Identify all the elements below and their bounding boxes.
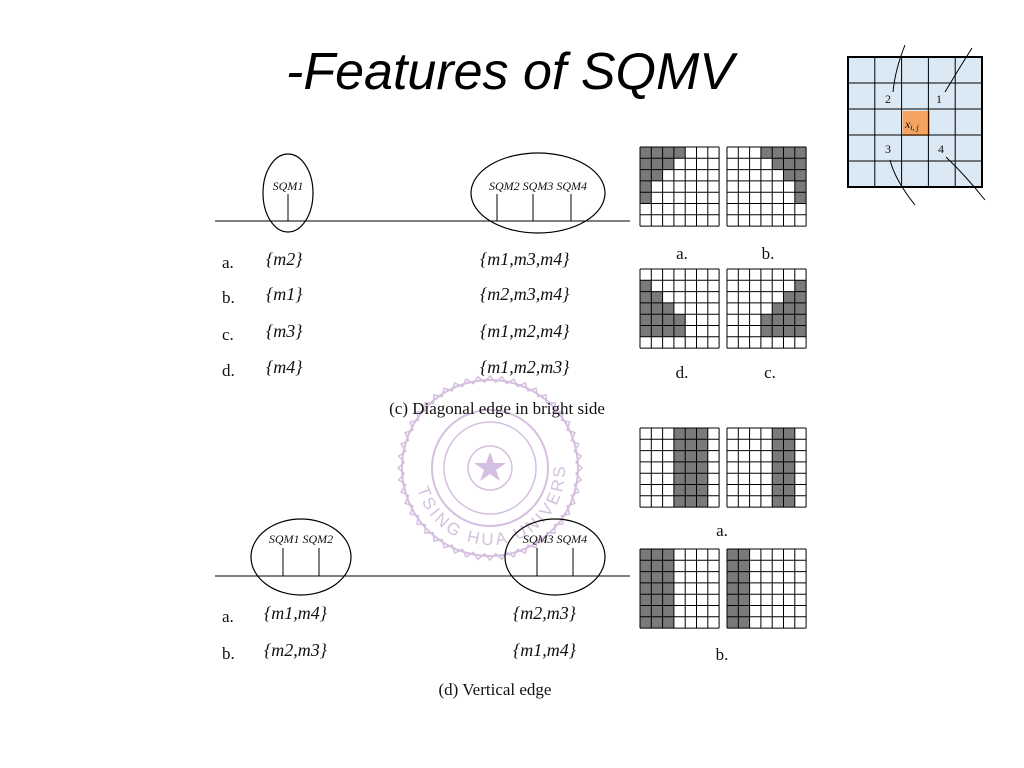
- row-left-set: {m3}: [266, 321, 303, 341]
- sqm-header: SQM2 SQM3 SQM4: [489, 179, 587, 193]
- row-letter: c.: [222, 325, 234, 344]
- pattern-grid-c: [726, 268, 807, 349]
- figure-caption: (c) Diagonal edge in bright side: [389, 399, 605, 418]
- sqm-group-ellipse: [470, 152, 606, 234]
- quadrant-arrows: [889, 44, 986, 206]
- row-letter: b.: [222, 288, 235, 307]
- pattern-grid-vertical-a1: [639, 427, 720, 508]
- center-pixel-label: xi, j: [904, 117, 920, 132]
- pattern-label: b.: [716, 645, 729, 664]
- slide-title: -Features of SQMV: [286, 43, 734, 101]
- pattern-grid-vertical-b1: [639, 548, 720, 629]
- row-right-set: {m2,m3,m4}: [480, 284, 570, 304]
- row-right-set: {m1,m2,m3}: [480, 357, 570, 377]
- sqm-header: SQM3 SQM4: [523, 532, 587, 546]
- pattern-label: d.: [676, 363, 689, 382]
- sqm-group-ellipse: [250, 518, 352, 596]
- row-right-set: {m1,m3,m4}: [480, 249, 570, 269]
- pattern-label: a.: [676, 244, 688, 263]
- row-letter: d.: [222, 361, 235, 380]
- pattern-grid-d: [639, 268, 720, 349]
- university-seal-watermark: TSING HUA UNIVERSITY: [0, 0, 584, 562]
- neighborhood-grid: 2 1 3 4 xi, j: [847, 44, 986, 206]
- row-left-set: {m1}: [266, 284, 303, 304]
- sqm-group-ellipse: [504, 518, 606, 596]
- diagonal-section: SQM1 SQM2 SQM3 SQM4 a. {m2} {m1,m3,m4} b…: [215, 152, 630, 418]
- figure-caption: (d) Vertical edge: [439, 680, 552, 699]
- sqm-group-ellipse: [262, 153, 314, 233]
- row-left-set: {m2}: [266, 249, 303, 269]
- quadrant-label: 1: [936, 92, 942, 106]
- row-left-set: {m2,m3}: [264, 640, 328, 660]
- pattern-grid-vertical-b2: [726, 548, 807, 629]
- pattern-label: b.: [762, 244, 775, 263]
- row-letter: a.: [222, 253, 234, 272]
- pattern-grid-vertical-a2: [726, 427, 807, 508]
- pattern-grid-b: [726, 146, 807, 227]
- quadrant-label: 3: [885, 142, 891, 156]
- sqm-header: SQM1: [273, 179, 304, 193]
- pattern-label: a.: [716, 521, 728, 540]
- star-icon: [474, 452, 506, 481]
- pattern-label: c.: [764, 363, 776, 382]
- row-left-set: {m1,m4}: [264, 603, 328, 623]
- pattern-grid-a: [639, 146, 720, 227]
- vertical-section: SQM1 SQM2 SQM3 SQM4 a. {m1,m4} {m2,m3} b…: [215, 518, 630, 699]
- row-left-set: {m4}: [266, 357, 303, 377]
- center-pixel: [903, 111, 930, 136]
- quadrant-label: 4: [938, 142, 944, 156]
- quadrant-label: 2: [885, 92, 891, 106]
- row-letter: a.: [222, 607, 234, 626]
- row-right-set: {m1,m2,m4}: [480, 321, 570, 341]
- sqm-header: SQM1 SQM2: [269, 532, 333, 546]
- row-right-set: {m2,m3}: [513, 603, 577, 623]
- row-letter: b.: [222, 644, 235, 663]
- row-right-set: {m1,m4}: [513, 640, 577, 660]
